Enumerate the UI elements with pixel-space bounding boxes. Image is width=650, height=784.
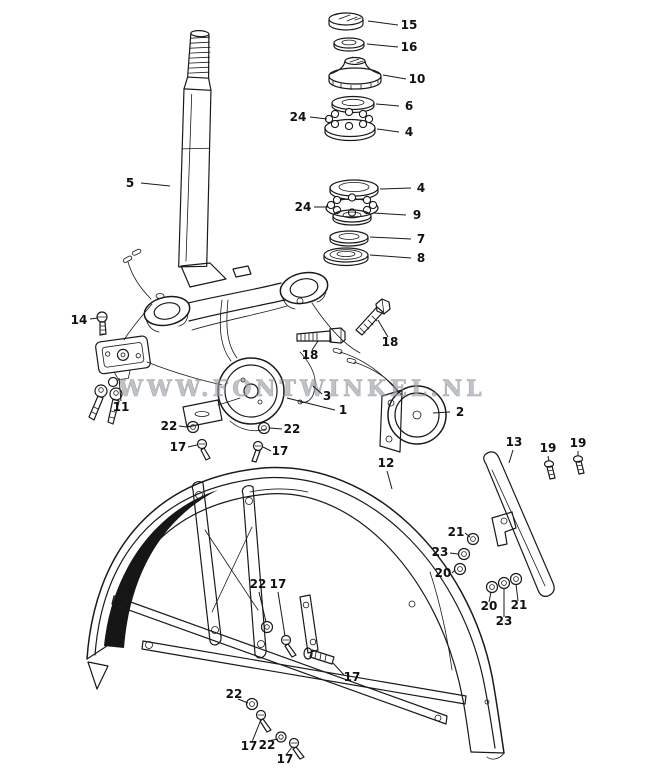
- leader-lines: [90, 21, 578, 755]
- bolt-18-left: [297, 328, 345, 343]
- callout-18-left: 18: [302, 348, 319, 362]
- washer-22-left: [188, 422, 199, 433]
- callout-24-lower: 24: [295, 200, 312, 214]
- callout-1: 1: [339, 403, 347, 417]
- callout-4-upper: 4: [405, 125, 413, 139]
- bearing-cone-9: [333, 210, 371, 225]
- callout-21-b: 21: [511, 598, 528, 612]
- callout-14: 14: [71, 313, 88, 327]
- steering-stem: [175, 30, 219, 268]
- washer-16: [334, 38, 364, 51]
- callout-5: 5: [126, 176, 134, 190]
- front-fender-12: [87, 468, 504, 760]
- bolt-19-right: [574, 456, 585, 474]
- ignition-switch-11: [89, 335, 152, 424]
- bottom-hardware: [247, 622, 335, 760]
- washer-6: [332, 97, 374, 113]
- lower-bridge: [142, 263, 331, 332]
- screw-14: [97, 312, 107, 335]
- fender-cross-stays: [112, 596, 466, 724]
- watermark-text: WWW.FONTWINKEL.NL: [117, 376, 485, 402]
- screw-17-left: [198, 440, 211, 461]
- callout-17-d: 17: [344, 670, 361, 684]
- callout-labels: 15 16 10 6 24 4 5 4 24 9 7 8 14 18 18 11…: [71, 18, 587, 766]
- callout-3: 3: [323, 389, 331, 403]
- washer-22-right: [259, 423, 270, 434]
- fender-stay-13: [484, 452, 554, 597]
- washer-cluster-upper: [455, 534, 479, 575]
- steering-head-cap-15: [329, 13, 363, 30]
- callout-24-upper: 24: [290, 110, 307, 124]
- key: [89, 385, 107, 420]
- callout-17-a: 17: [170, 440, 187, 454]
- callout-19-b: 19: [570, 436, 587, 450]
- callout-22-c: 22: [250, 577, 267, 591]
- horn-1: [183, 300, 284, 431]
- callout-15: 15: [401, 18, 418, 32]
- callout-6: 6: [405, 99, 413, 113]
- key: [108, 388, 122, 424]
- washer-7: [330, 231, 368, 246]
- dust-seal-8: [324, 248, 368, 266]
- bearing-race-4-upper: [325, 120, 375, 141]
- callout-9: 9: [413, 208, 421, 222]
- callout-17-c: 17: [270, 577, 287, 591]
- stem-nut-10: [329, 57, 381, 90]
- ball-retainer-24-upper: [325, 108, 372, 129]
- callout-21-a: 21: [448, 525, 465, 539]
- callout-19-a: 19: [540, 441, 557, 455]
- callout-22-b: 22: [284, 422, 301, 436]
- callout-4-lower: 4: [417, 181, 425, 195]
- callout-13: 13: [506, 435, 523, 449]
- wiring-harness: [123, 248, 360, 385]
- bolt-18-right: [356, 299, 390, 335]
- callout-2: 2: [456, 405, 464, 419]
- callout-22-e: 22: [259, 738, 276, 752]
- bolt-19-left: [545, 461, 556, 479]
- callout-22-a: 22: [161, 419, 178, 433]
- callout-17-f: 17: [277, 752, 294, 766]
- callout-12: 12: [378, 456, 395, 470]
- horn-bracket-2: [333, 348, 446, 452]
- callout-10: 10: [409, 72, 426, 86]
- screw-17-right: [252, 442, 263, 463]
- callout-16: 16: [401, 40, 418, 54]
- callout-20-b: 20: [481, 599, 498, 613]
- callout-20-a: 20: [435, 566, 452, 580]
- fender-stay-straps: [192, 482, 318, 658]
- callout-8: 8: [417, 251, 425, 265]
- callout-7: 7: [417, 232, 425, 246]
- callout-18-right: 18: [382, 335, 399, 349]
- callout-22-d: 22: [226, 687, 243, 701]
- callout-17-e: 17: [241, 739, 258, 753]
- callout-23-a: 23: [432, 545, 449, 559]
- callout-17-b: 17: [272, 444, 289, 458]
- callout-23-b: 23: [496, 614, 513, 628]
- callout-11: 11: [113, 400, 130, 414]
